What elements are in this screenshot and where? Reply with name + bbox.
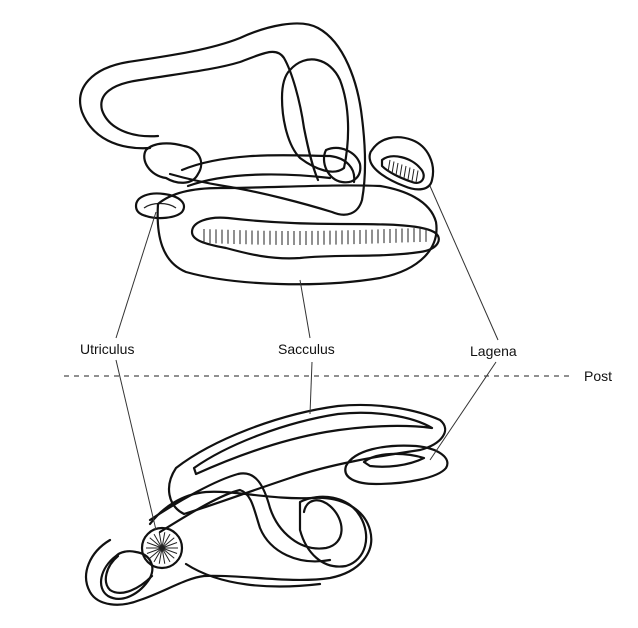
bottom-view-labyrinth [85,403,449,606]
vestibule-floor [184,562,322,588]
ampulla-left [143,142,203,184]
canal-crossing [148,472,343,550]
lagena-bottom-capsule [344,444,449,486]
semicircular-canals-outer [79,22,367,216]
utriculus-label: Utriculus [80,341,135,357]
hair-cell-stroke [161,542,178,549]
sacculus-leader-top [299,279,311,339]
hair-cell-stroke [161,537,175,549]
hair-cell-stroke [153,533,163,549]
hair-cell-stroke [411,168,415,182]
lagena-top-capsule [368,136,435,191]
sacculus-leader-bottom [309,361,313,415]
hair-cell-stroke [161,547,171,563]
hair-cell-stroke [395,162,399,176]
ampulla-bottom-left [99,550,154,600]
hair-cell-stroke [415,170,419,183]
semicircular-canals-inner [100,50,320,182]
utriculus-bottom [140,526,184,570]
vestibule-inner [104,554,154,594]
lagena-label: Lagena [470,343,517,359]
lagena-leader-bottom [429,361,497,461]
hair-cell-stroke [387,159,391,173]
utriculus-leader-top [115,211,157,339]
hair-cell-stroke [407,167,411,180]
hair-cell-stroke [146,547,163,554]
post-label: Post [584,368,613,384]
lagena-leader-top [429,185,499,341]
sacculus-bottom-macula [192,411,434,476]
hair-cell-stroke [158,547,163,564]
hair-cell-stroke [161,547,175,559]
hair-cell-stroke [399,164,403,177]
lagena-hair-cells [387,159,419,183]
hair-cell-stroke [146,542,163,549]
utriculus-leader-bottom [115,359,157,531]
lagena-bottom-macula [362,452,426,468]
posterior-canal-inner [280,58,350,173]
sacculus-hair-cells [203,227,427,245]
hair-cell-stroke [391,161,395,174]
hair-cell-stroke [158,532,163,549]
hair-cell-stroke [161,532,166,549]
sacculus-label: Sacculus [278,341,335,357]
top-view-labyrinth [79,22,440,286]
sacculus-capsule [156,184,438,286]
utriculus-top [134,192,186,220]
hair-cell-stroke [149,547,163,559]
sacculus-macula [190,216,440,260]
ampulla-right [322,146,362,184]
hair-cell-stroke [153,547,163,563]
hair-cell-stroke [403,165,407,179]
hair-cell-stroke [161,533,171,549]
hair-cell-stroke [161,547,178,554]
hair-cell-stroke [149,537,163,549]
ampulla-bottom [298,495,368,568]
hair-cell-stroke [161,547,166,564]
horizontal-canal [180,154,356,184]
utriculus-hair-cells [146,532,178,564]
